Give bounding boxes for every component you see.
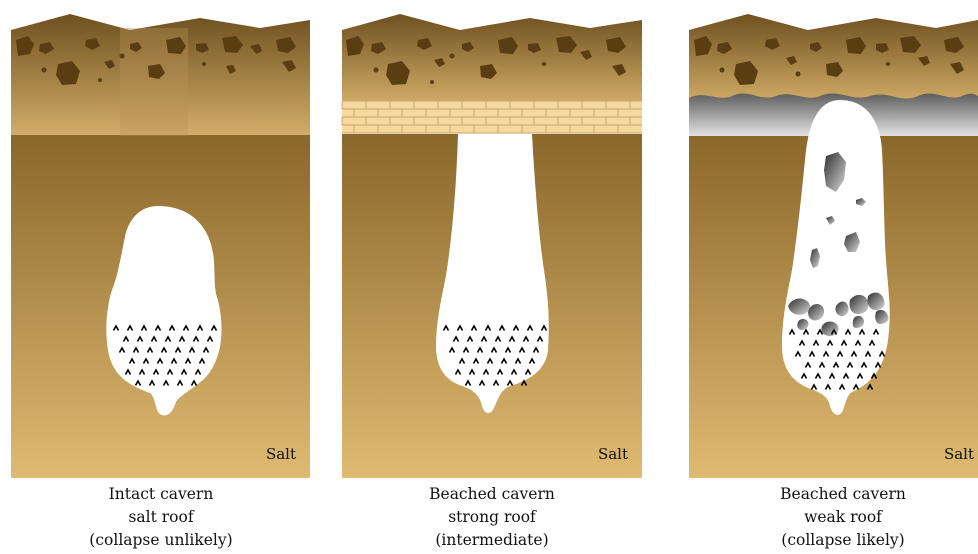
caption-line-roof: salt roof [61,506,261,529]
panel-beached-weak-roof: Salt [689,14,978,478]
panel-intact-cavern: Salt [11,14,310,478]
panel-beached-strong-roof: Salt [342,14,642,478]
strong-roof-layer [342,101,642,133]
caption-beached-strong-roof: Beached cavern strong roof (intermediate… [392,483,592,552]
caption-line-risk: (collapse likely) [743,529,943,552]
overburden-layer [342,14,642,104]
caption-line-roof: strong roof [392,506,592,529]
caption-line-title: Intact cavern [61,483,261,506]
caption-line-roof: weak roof [743,506,943,529]
overburden-layer [689,14,978,104]
caption-line-title: Beached cavern [743,483,943,506]
caption-line-title: Beached cavern [392,483,592,506]
caption-line-risk: (intermediate) [392,529,592,552]
caption-beached-weak-roof: Beached cavern weak roof (collapse likel… [743,483,943,552]
salt-label: Salt [598,445,628,463]
caption-line-risk: (collapse unlikely) [61,529,261,552]
salt-label: Salt [266,445,296,463]
salt-label: Salt [944,445,974,463]
caption-intact-cavern: Intact cavern salt roof (collapse unlike… [61,483,261,552]
